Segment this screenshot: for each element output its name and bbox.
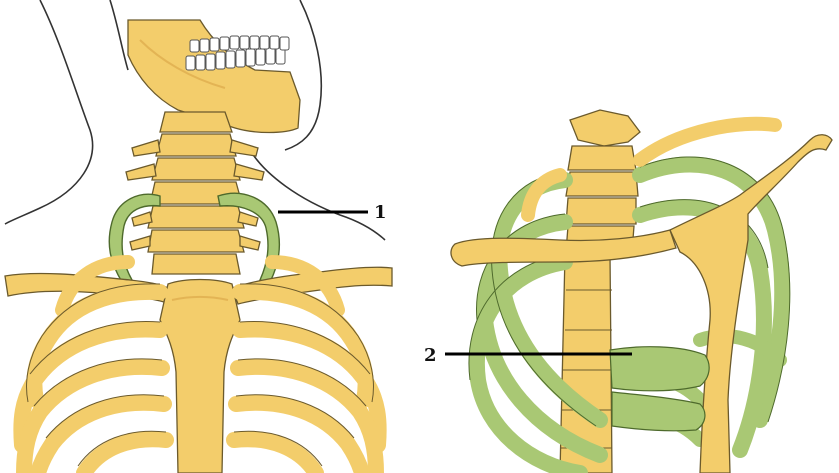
clavicle-right-view: [451, 230, 676, 266]
callout-2-label: 2: [424, 345, 437, 366]
right-panel: 2: [424, 110, 832, 473]
ribs-left: [21, 262, 166, 473]
cervical-spine: [126, 112, 264, 274]
callout-1-label: 1: [374, 202, 387, 223]
left-panel: 1: [5, 0, 392, 473]
ribs-right: [234, 262, 379, 473]
callout-1: 1: [278, 202, 387, 223]
